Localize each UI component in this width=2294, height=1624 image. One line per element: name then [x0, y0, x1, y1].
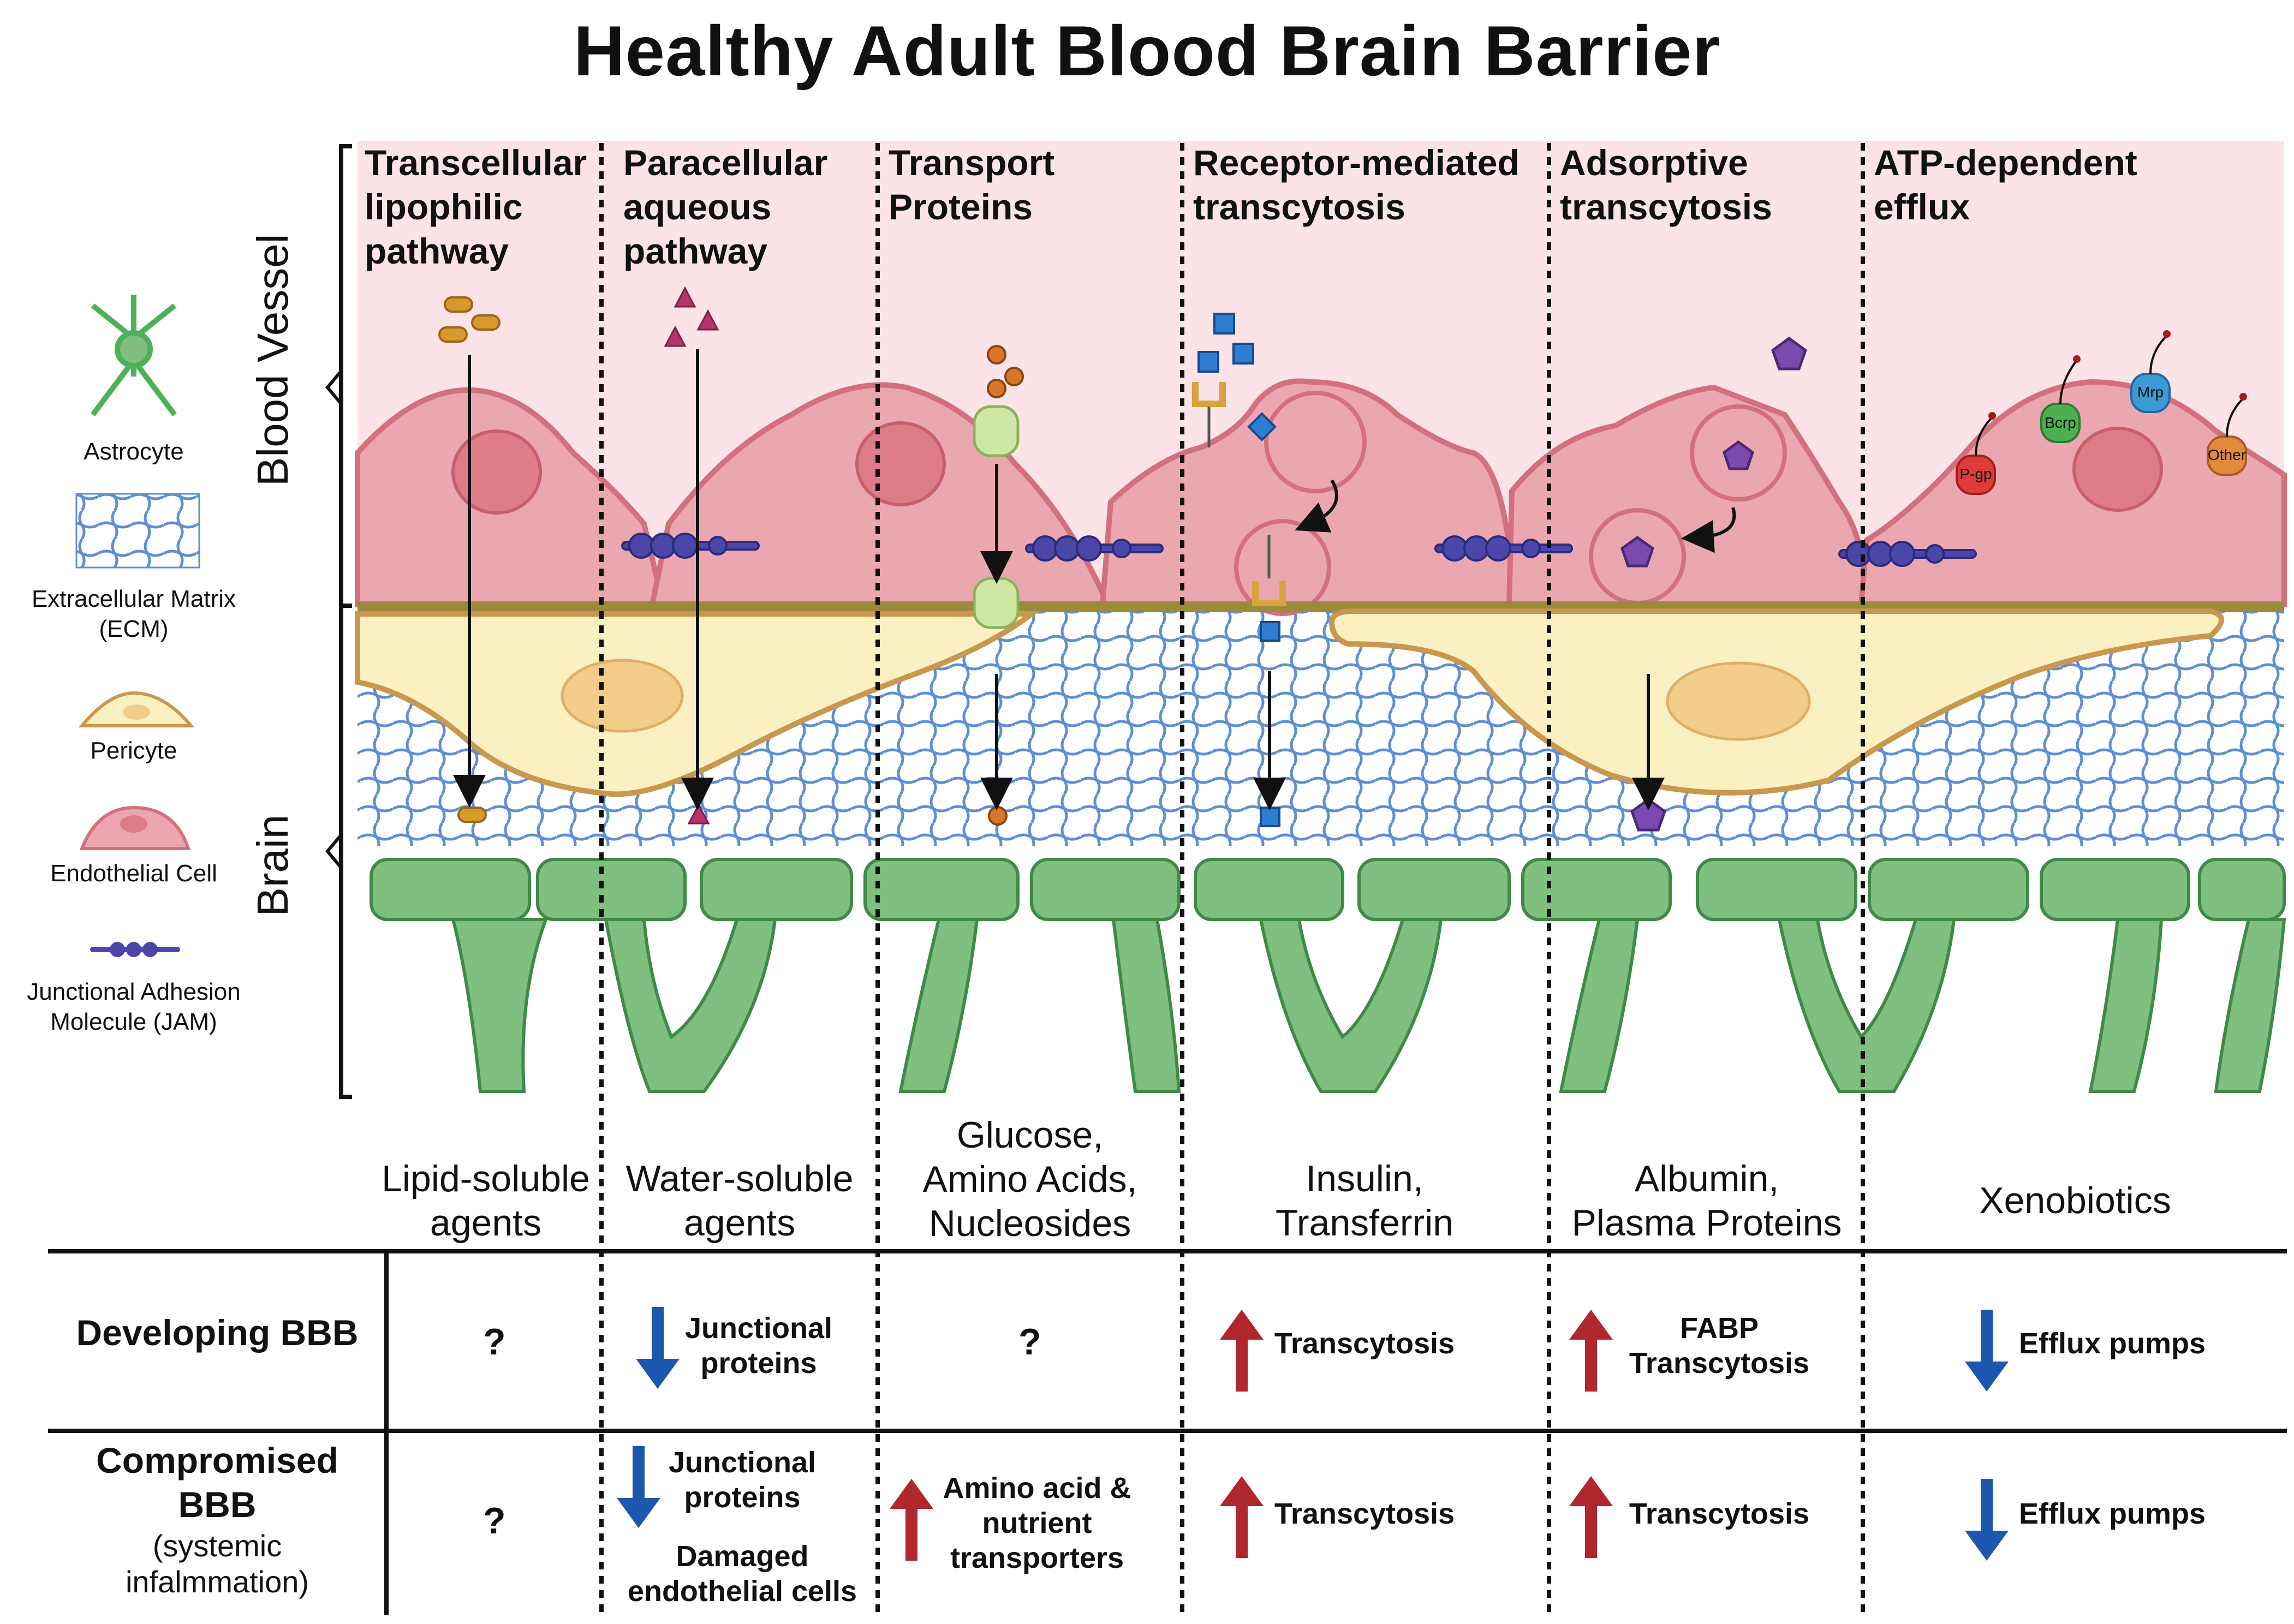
cell-compromised-paracellular-extra: Damaged endothelial cells [627, 1540, 857, 1608]
substance-label-3: Glucose, Amino Acids, Nucleosides [922, 1114, 1137, 1244]
pathway-title-1: Transcellular lipophilic pathway [365, 142, 587, 271]
figure-title: Healthy Adult Blood Brain Barrier [573, 11, 1721, 91]
arrow-adsorptive [1681, 507, 1736, 553]
cell-compromised-transport: Amino acid & nutrient transporters [943, 1472, 1131, 1574]
pericyte-icon [78, 691, 195, 727]
jam-icon [90, 942, 180, 957]
substance-label-4: Insulin, Transferrin [1275, 1158, 1454, 1244]
row-note-compromised: (systemic infalmmation) [125, 1529, 309, 1599]
cell-developing-paracellular: Junctional proteins [684, 1312, 833, 1380]
increase-arrow-r1-c2 [890, 1479, 933, 1561]
row-header-developing: Developing BBB [76, 1312, 359, 1353]
pathway-title-3: Transport Proteins [889, 142, 1055, 227]
albumin-molecules [1620, 336, 1807, 832]
legend-jam-label: Junctional Adhesion Molecule (JAM) [27, 978, 241, 1035]
legend-endothelial-label: Endothelial Cell [50, 860, 217, 887]
pathway-title-4: Receptor-mediated transcytosis [1193, 142, 1520, 227]
column-dividers [599, 143, 1865, 1615]
mrp-label: Mrp [2137, 384, 2164, 401]
substance-label-1: Lipid-soluble agents [382, 1158, 590, 1244]
endothelial-cell-icon [79, 805, 191, 850]
decrease-arrow-r1-c5 [1965, 1479, 2009, 1561]
decrease-arrow-r1-c1 [617, 1446, 660, 1528]
table-arrows [617, 1307, 2009, 1561]
cell-compromised-efflux: Efflux pumps [2018, 1497, 2206, 1530]
astrocyte-icon [91, 295, 177, 416]
pgp-label: P-gp [1959, 465, 1992, 482]
cell-developing-receptor: Transcytosis [1274, 1327, 1455, 1360]
endothelial-cell-layer [355, 378, 2287, 616]
glucose-transporter [973, 405, 1020, 629]
receptor-shapes [1192, 382, 1286, 606]
ecm-mesh-icon [75, 493, 200, 569]
decrease-arrow-r0-c5 [1965, 1310, 2009, 1392]
decrease-arrow-r0-c1 [636, 1307, 680, 1389]
pathway-title-5: Adsorptive transcytosis [1560, 142, 1772, 227]
cell-compromised-adsorptive: Transcytosis [1629, 1497, 1810, 1530]
jam-junctions [621, 533, 1977, 567]
increase-arrow-r0-c3 [1220, 1310, 1264, 1392]
cell-compromised-paracellular: Junctional proteins [668, 1446, 817, 1514]
blood-vessel-label: Blood Vessel [248, 234, 297, 486]
pathway-title-6: ATP-dependent efflux [1874, 142, 2137, 227]
vessel-brain-bracket [339, 144, 352, 1099]
lipid-soluble-molecules [438, 296, 500, 823]
cell-compromised-lipid: ? [483, 1500, 506, 1542]
increase-arrow-r0-c4 [1569, 1310, 1613, 1392]
cell-developing-transport: ? [1018, 1321, 1041, 1363]
increase-arrow-r1-c4 [1569, 1476, 1613, 1558]
insulin-molecules [1197, 313, 1280, 827]
legend-astrocyte-label: Astrocyte [84, 438, 184, 465]
bcrp-label: Bcrp [2045, 414, 2076, 431]
arrow-endocytosis [1295, 479, 1338, 533]
efflux-pumps: P-gp Bcrp Mrp Other [1956, 330, 2247, 495]
legend-pericyte-label: Pericyte [90, 737, 177, 764]
cell-developing-adsorptive: FABP Transcytosis [1629, 1312, 1810, 1380]
cell-developing-lipid: ? [483, 1321, 506, 1363]
pathway-title-2: Paracellular aqueous pathway [623, 142, 828, 271]
substance-label-6: Xenobiotics [1979, 1180, 2171, 1221]
other-label: Other [2208, 446, 2246, 463]
cell-compromised-receptor: Transcytosis [1274, 1497, 1455, 1530]
substance-label-5: Albumin, Plasma Proteins [1571, 1158, 1842, 1244]
legend-ecm-label: Extracellular Matrix (ECM) [31, 586, 236, 642]
brain-label: Brain [248, 814, 297, 917]
pericyte-layer [355, 608, 2224, 797]
cell-developing-efflux: Efflux pumps [2018, 1327, 2206, 1360]
increase-arrow-r1-c3 [1220, 1476, 1264, 1558]
row-header-compromised: Compromised BBB [96, 1440, 338, 1525]
substance-label-2: Water-soluble agents [625, 1158, 854, 1244]
table-lines [48, 1249, 2287, 1615]
astrocyte-endfeet [370, 858, 2286, 1093]
water-soluble-molecules [664, 286, 719, 825]
